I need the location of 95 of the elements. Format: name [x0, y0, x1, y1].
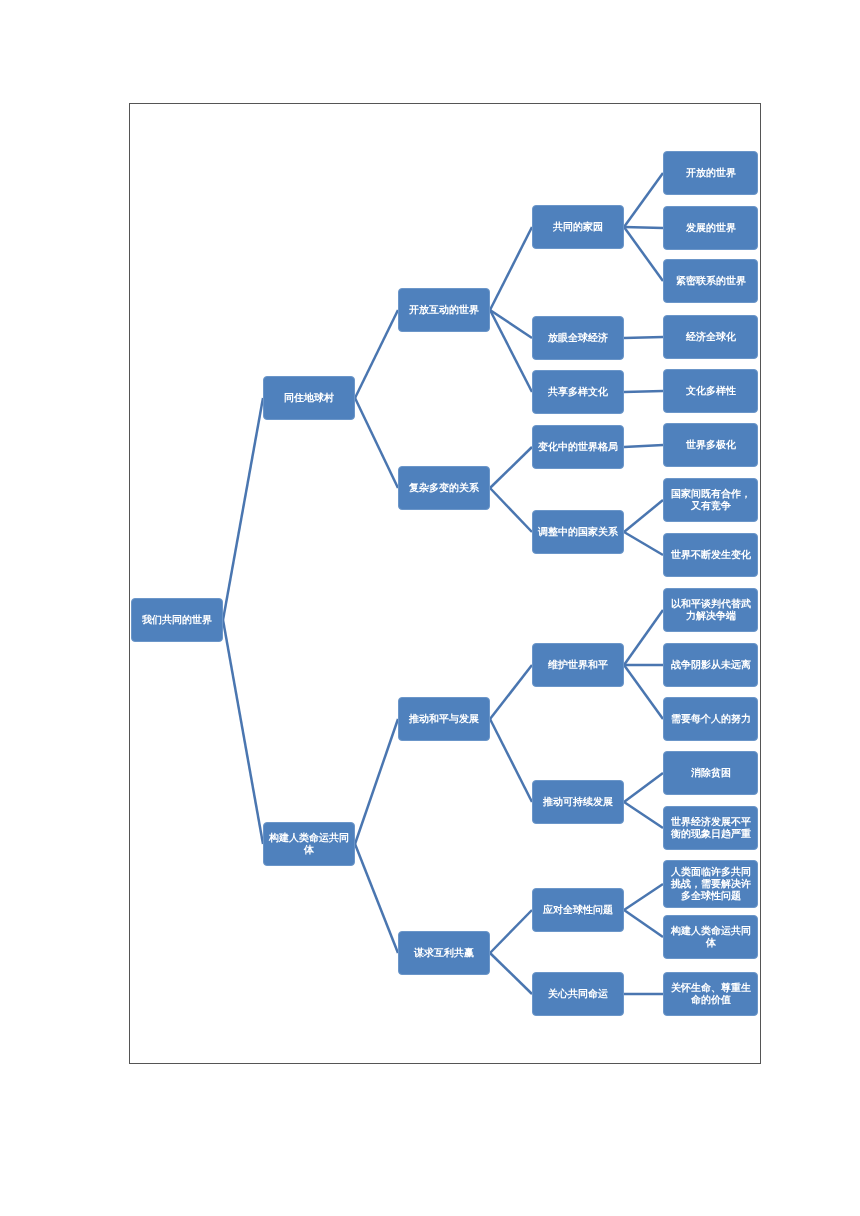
connector-line [623, 443, 664, 449]
topic-text: 经济全球化 [685, 331, 736, 343]
connector-line [221, 397, 265, 621]
connector-line [221, 619, 265, 845]
topic-text: 构建人类命运共同体 [669, 925, 752, 949]
topic-text: 构建人类命运共同体 [268, 832, 350, 856]
topic-box [532, 425, 624, 469]
topic-box [663, 206, 758, 250]
connector-line [623, 226, 664, 282]
topic-text: 国家间既有合作，又有竞争 [669, 488, 752, 512]
topic-box [663, 259, 758, 303]
topic-text: 维护世界和平 [548, 659, 608, 671]
topic-text: 世界不断发生变化 [670, 549, 751, 561]
topic-box [663, 972, 758, 1016]
connector-line [623, 389, 664, 394]
topic-text: 以和平谈判代替武力解决争端 [669, 598, 752, 622]
topic-box [263, 376, 355, 420]
connector-line [623, 530, 664, 557]
topic-box [663, 806, 758, 850]
connector-line [624, 663, 663, 667]
connector-line [489, 952, 533, 995]
topic-text: 共同的家园 [553, 221, 603, 233]
topic-text: 人类面临许多共同挑战，需要解决许多全球性问题 [669, 866, 752, 902]
topic-text: 复杂多变的关系 [409, 482, 479, 494]
topic-text: 消除贫困 [690, 767, 731, 779]
topic-text: 开放的世界 [685, 167, 736, 179]
topic-box [398, 931, 490, 975]
topic-text: 战争阴影从未远离 [670, 659, 751, 671]
connector-line [623, 664, 664, 720]
connector-line [489, 664, 533, 720]
connector-line [489, 446, 533, 489]
topic-box [663, 643, 758, 687]
topic-box [663, 423, 758, 467]
connector-line [488, 718, 534, 803]
topic-text: 调整中的国家关系 [538, 526, 618, 538]
topic-box [663, 697, 758, 741]
topic-box [532, 780, 624, 824]
topic-text: 变化中的世界格局 [538, 441, 618, 453]
connector-line [623, 499, 664, 533]
topic-box [398, 288, 490, 332]
topic-text: 共享多样文化 [548, 386, 608, 398]
connector-line [623, 800, 664, 830]
topic-text: 我们共同的世界 [142, 614, 212, 626]
connector-line [623, 335, 664, 340]
topic-text: 世界经济发展不平衡的现象日趋严重 [669, 816, 752, 840]
topic-text: 需要每个人的努力 [670, 713, 751, 725]
topic-box [663, 751, 758, 795]
topic-box [663, 860, 758, 908]
connector-line [623, 225, 664, 230]
connector-line [353, 309, 400, 399]
topic-box [663, 478, 758, 522]
connector-line [623, 908, 664, 939]
topic-text: 推动可持续发展 [543, 796, 613, 808]
connector-line [623, 172, 664, 228]
topic-box [532, 972, 624, 1016]
topic-text: 应对全球性问题 [543, 904, 613, 916]
connector-line [488, 226, 534, 311]
topic-text: 文化多样性 [685, 385, 736, 397]
connector-line [623, 772, 664, 803]
topic-text: 放眼全球经济 [548, 332, 608, 344]
topic-box [532, 370, 624, 414]
topic-box [532, 316, 624, 360]
topic-box [532, 510, 624, 554]
topic-text: 推动和平与发展 [409, 713, 479, 725]
connector-line [489, 308, 533, 340]
topic-box [663, 369, 758, 413]
topic-box [663, 588, 758, 632]
connector-line [353, 397, 400, 489]
connector-line [353, 718, 400, 845]
topic-box [532, 888, 624, 932]
topic-box [532, 205, 624, 249]
connector-line [489, 487, 533, 533]
topic-box [398, 466, 490, 510]
topic-box [663, 915, 758, 959]
connector-line [623, 609, 664, 666]
topic-box [663, 315, 758, 359]
topic-text: 同住地球村 [284, 392, 334, 404]
topic-text: 谋求互利共赢 [414, 947, 474, 959]
topic-text: 世界多极化 [685, 439, 736, 451]
connector-line [488, 309, 534, 393]
topic-text: 开放互动的世界 [409, 304, 479, 316]
connector-line [353, 843, 400, 954]
topic-box [398, 697, 490, 741]
topic-text: 发展的世界 [685, 222, 736, 234]
topic-box [663, 533, 758, 577]
topic-text: 关心共同命运 [548, 988, 608, 1000]
topic-box [532, 643, 624, 687]
topic-box [263, 822, 355, 866]
connector-line [623, 882, 664, 912]
topic-box [663, 151, 758, 195]
connector-line [624, 992, 663, 996]
topic-text: 关怀生命、尊重生命的价值 [669, 982, 752, 1006]
topic-text: 紧密联系的世界 [675, 275, 746, 287]
topic-box [131, 598, 223, 642]
connector-line [489, 909, 533, 954]
